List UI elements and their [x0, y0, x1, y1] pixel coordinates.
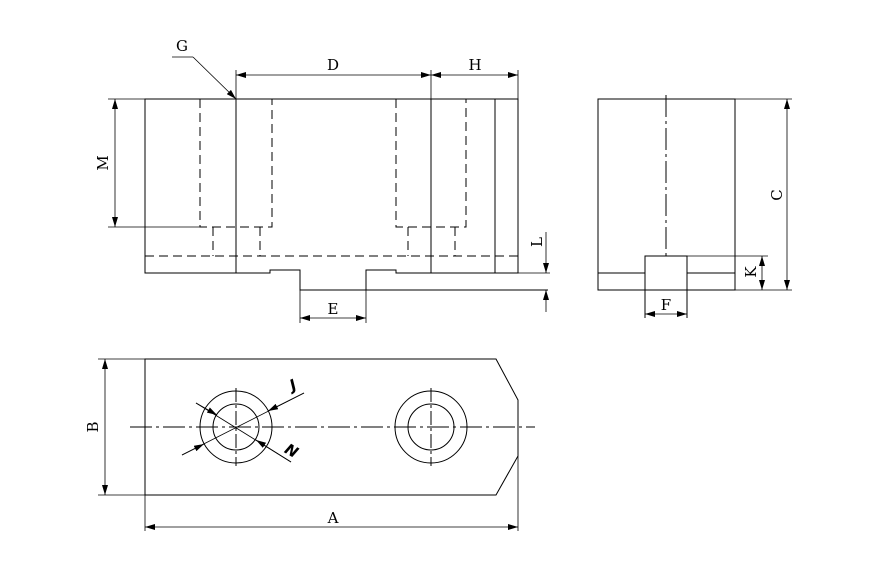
label-N: N [282, 440, 302, 462]
front-view [144, 98, 548, 291]
label-B: B [84, 421, 102, 432]
label-K: K [742, 266, 760, 278]
label-F: F [661, 296, 671, 314]
label-D: D [327, 56, 339, 74]
top-view: J N [130, 358, 535, 496]
label-A: A [327, 509, 339, 527]
dimensions-front: M D H G E L [94, 37, 550, 323]
label-C: C [768, 189, 786, 200]
label-H: H [468, 56, 481, 74]
dimensions-top: B A [84, 358, 519, 531]
dimensions-side: C K F [645, 98, 792, 317]
label-J: J [284, 375, 300, 395]
side-view [597, 95, 736, 318]
label-L: L [528, 237, 546, 247]
label-G: G [176, 37, 188, 55]
label-E: E [328, 300, 339, 318]
label-M: M [94, 155, 112, 170]
